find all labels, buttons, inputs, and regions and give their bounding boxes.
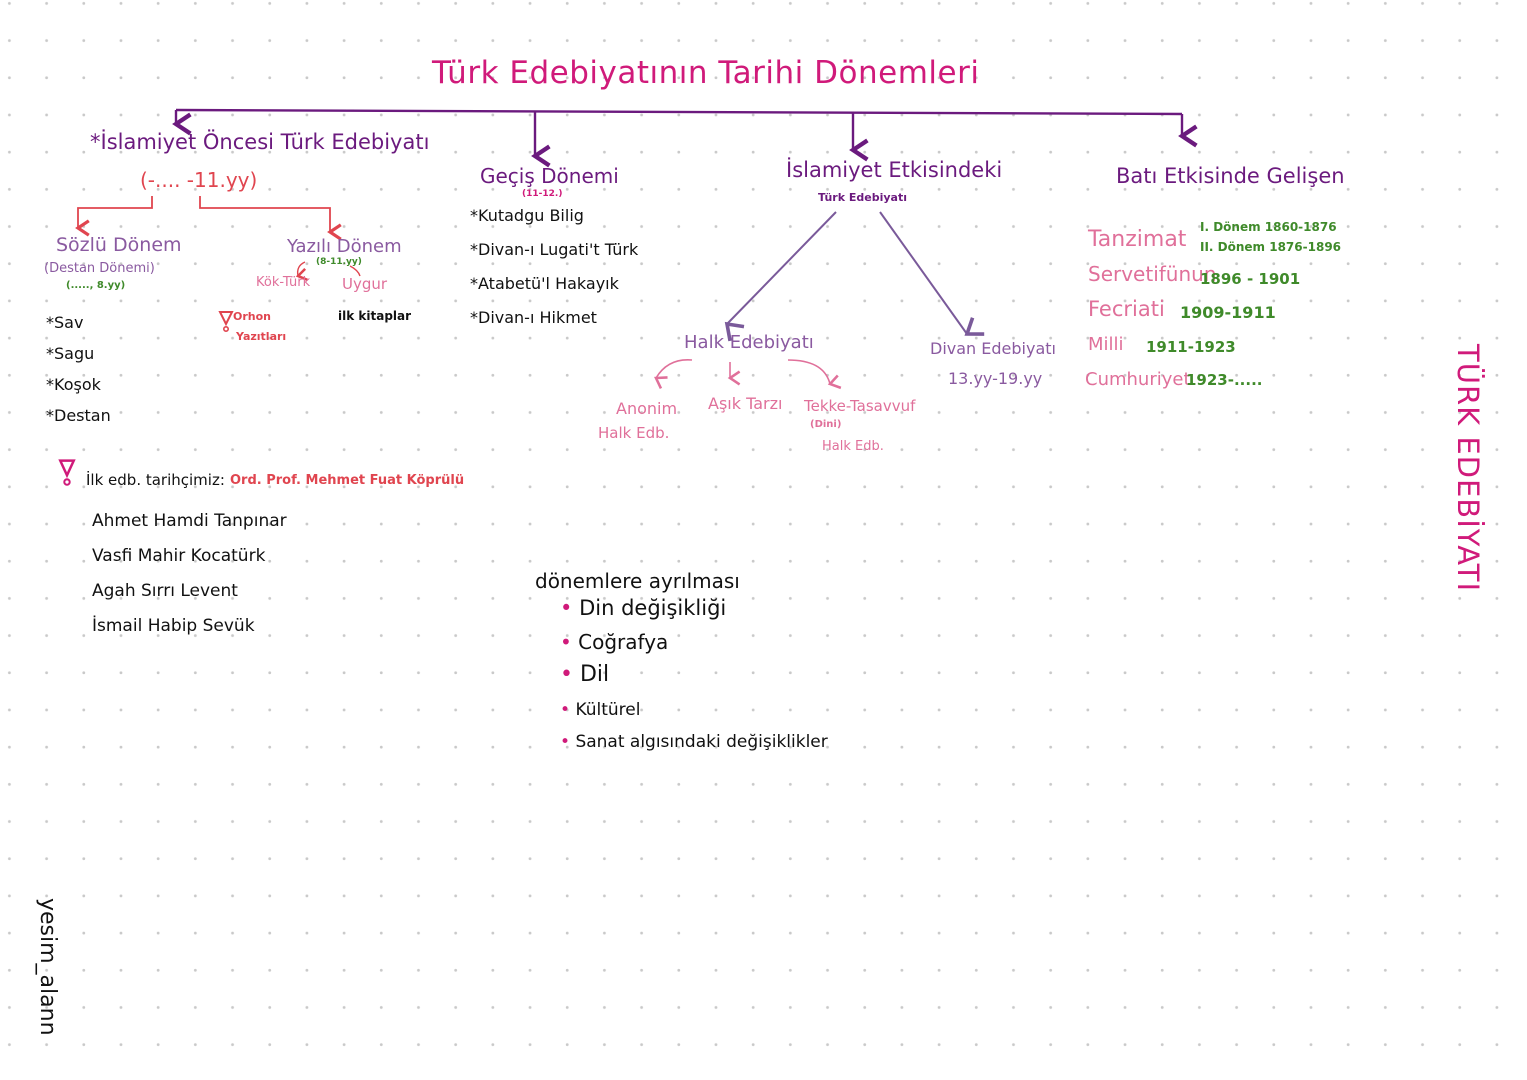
historians-label: İlk edb. tarihçimiz:	[86, 471, 225, 489]
orhon-label-2: Yazıtları	[236, 330, 287, 343]
oncesi-split	[75, 196, 342, 241]
bullet-dot: •	[560, 732, 571, 752]
sozlu-items: *Sav *Sagu *Koşok *Destan	[46, 307, 111, 431]
gecis-items: *Kutadgu Bilig *Divan-ı Lugati't Türk *A…	[470, 199, 638, 335]
sozlu-item: *Destan	[46, 406, 111, 425]
historian-name: Agah Sırrı Levent	[92, 581, 238, 601]
gecis-item: *Divan-ı Lugati't Türk	[470, 240, 639, 259]
anonim-label-1: Anonim	[616, 399, 678, 418]
sozlu-item: *Sagu	[46, 344, 95, 363]
gecis-item: *Atabetü'l Hakayık	[470, 274, 619, 293]
sozlu-donem-subtitle: (Destan Dönemi)	[44, 261, 155, 276]
islamiyet-oncesi-title: *İslamiyet Öncesi Türk Edebiyatı	[90, 130, 430, 154]
anonim-label-2: Halk Edb.	[598, 424, 670, 442]
ilk-kitaplar-label: ilk kitaplar	[338, 309, 412, 323]
asik-tarzi-label: Aşık Tarzı	[708, 394, 783, 413]
bullet-dot: •	[560, 596, 573, 620]
page-title: Türk Edebiyatının Tarihi Dönemleri	[432, 55, 980, 91]
orhon-label-1: Orhon	[233, 310, 271, 323]
tanzimat-donem-2: II. Dönem 1876-1896	[1200, 240, 1342, 254]
period-date: 1923-.....	[1186, 371, 1263, 389]
uygur-label: Uygur	[342, 275, 388, 293]
sozlu-item: *Sav	[46, 313, 84, 332]
period-date: 1911-1923	[1146, 338, 1236, 356]
bullet-dot: •	[560, 662, 573, 687]
bati-title: Batı Etkisinde Gelişen	[1116, 164, 1345, 188]
etkisindeki-subtitle: Türk Edebiyatı	[818, 191, 907, 204]
tekke-label-3: Halk Edb.	[822, 439, 884, 454]
period-name: Cumhuriyet	[1085, 369, 1191, 390]
ayrilma-title: dönemlere ayrılması	[535, 569, 740, 593]
kokturk-label: Kök-Türk	[256, 275, 311, 290]
period-name: Tanzimat	[1088, 227, 1187, 252]
gecis-item: *Kutadgu Bilig	[470, 206, 584, 225]
divan-edebiyati-range: 13.yy-19.yy	[948, 369, 1043, 388]
side-title: TÜRK EDEBİYATI	[1451, 344, 1485, 593]
historian-name: İsmail Habip Sevük	[92, 616, 255, 636]
ayrilma-item: • Sanat algısındaki değişiklikler	[560, 732, 828, 752]
warning-icon	[218, 311, 234, 332]
ayrilma-item: • Dil	[560, 662, 610, 687]
period-name: Servetifünun	[1088, 262, 1217, 286]
main-bracket	[172, 108, 1198, 168]
sozlu-donem-range: (....., 8.yy)	[66, 280, 126, 291]
etkisindeki-split	[724, 211, 985, 342]
islamiyet-oncesi-range: (-.... -11.yy)	[140, 168, 258, 192]
etkisindeki-title: İslamiyet Etkisindeki	[786, 158, 1003, 182]
yazili-donem-range: (8-11.yy)	[316, 257, 362, 267]
gecis-donemi-title: Geçiş Dönemi	[480, 164, 619, 188]
gecis-donemi-range: (11-12.)	[522, 189, 563, 199]
historians-first: Ord. Prof. Mehmet Fuat Köprülü	[230, 473, 465, 488]
period-date: 1909-1911	[1180, 303, 1276, 322]
historian-name: Vasfi Mahir Kocatürk	[92, 546, 266, 566]
tanzimat-donem-1: I. Dönem 1860-1876	[1200, 220, 1337, 234]
halk-split	[654, 359, 842, 390]
sozlu-item: *Koşok	[46, 375, 101, 394]
signature: yesim_alann	[35, 898, 60, 1036]
tekke-label-2: (Dini)	[810, 419, 842, 430]
sozlu-donem-title: Sözlü Dönem	[56, 234, 182, 256]
historian-name: Ahmet Hamdi Tanpınar	[92, 511, 287, 531]
halk-edebiyati-title: Halk Edebiyatı	[684, 332, 814, 353]
bullet-dot: •	[560, 700, 571, 720]
gecis-item: *Divan-ı Hikmet	[470, 308, 597, 327]
ayrilma-item: • Kültürel	[560, 700, 641, 720]
tekke-label-1: Tekke-Tasavvuf	[804, 397, 916, 415]
ayrilma-item: • Coğrafya	[560, 630, 669, 654]
bullet-dot: •	[560, 630, 572, 654]
divan-edebiyati-title: Divan Edebiyatı	[930, 339, 1056, 358]
period-name: Milli	[1088, 334, 1124, 355]
period-name: Fecriati	[1088, 297, 1165, 321]
historians-list: Ahmet Hamdi Tanpınar Vasfi Mahir Kocatür…	[92, 504, 287, 644]
ayrilma-item: • Din değişikliği	[560, 596, 727, 620]
warning-icon	[58, 459, 76, 486]
yazili-donem-title: Yazılı Dönem	[287, 236, 402, 257]
period-date: 1896 - 1901	[1200, 270, 1301, 288]
